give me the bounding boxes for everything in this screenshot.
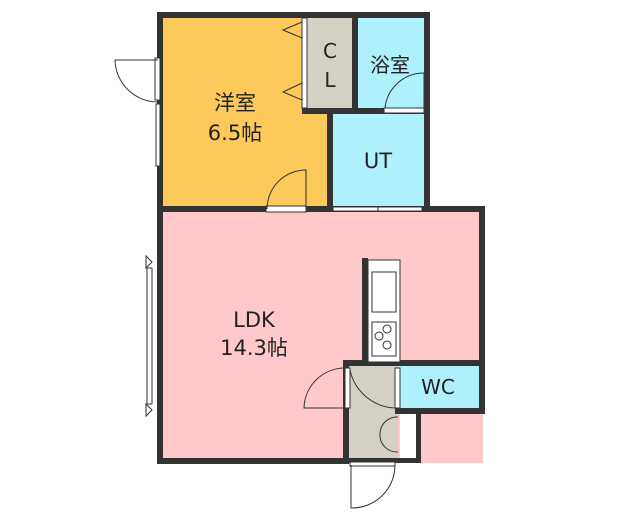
utility-room	[330, 112, 428, 210]
western-room-size: 6.5帖	[208, 121, 262, 145]
closet-label-c: C	[323, 39, 337, 63]
entrance	[345, 362, 398, 462]
toilet-name: WC	[421, 375, 455, 399]
doors	[114, 17, 425, 509]
shoe-box	[400, 414, 418, 462]
ldk-size: 14.3帖	[220, 336, 288, 360]
toilet-room	[398, 362, 483, 412]
ldk-name: LDK	[233, 308, 276, 332]
bathroom	[355, 15, 428, 112]
kitchen-counter	[367, 259, 401, 363]
closet-label-l: L	[324, 68, 336, 92]
western-room-name: 洋室	[214, 91, 256, 115]
bathroom-name: 浴室	[370, 53, 410, 77]
western-room	[158, 13, 330, 213]
walls	[157, 12, 485, 464]
ldk-room	[158, 208, 483, 463]
utility-name: UT	[364, 149, 392, 173]
sink-icon	[371, 271, 397, 313]
closet	[305, 15, 355, 112]
